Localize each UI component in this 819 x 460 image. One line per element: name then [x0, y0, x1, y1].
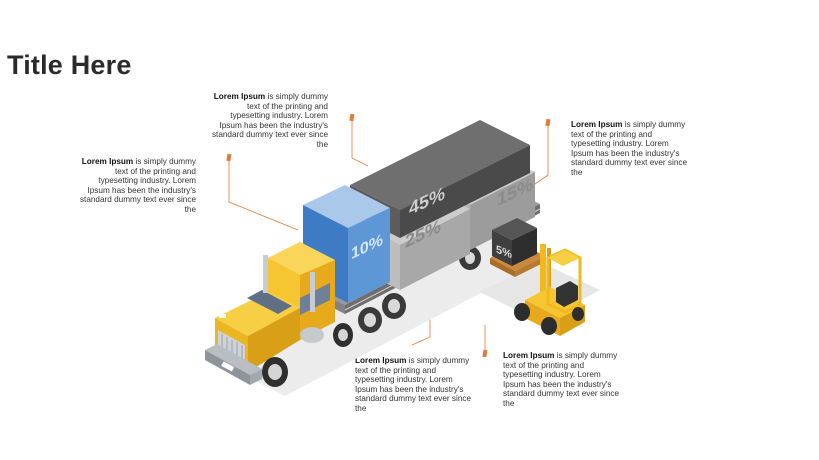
- cargo-label-forklift: 5%: [496, 244, 512, 261]
- callout-body: is simply dummy text of the printing and…: [211, 92, 328, 149]
- callout-body: is simply dummy text of the printing and…: [571, 120, 688, 177]
- cargo-box-blue: 10%: [303, 185, 390, 303]
- callout-bottom-center: Lorem Ipsum is simply dummy text of the …: [355, 356, 475, 414]
- connector-top-center: [351, 120, 369, 167]
- forklift: 5%: [490, 218, 585, 336]
- callout-bottom-right: Lorem Ipsum is simply dummy text of the …: [503, 351, 623, 409]
- page-title: Title Here: [7, 50, 132, 80]
- callout-body: is simply dummy text of the printing and…: [355, 356, 472, 413]
- callout-body: is simply dummy text of the printing and…: [503, 351, 620, 408]
- callout-body: is simply dummy text of the printing and…: [79, 157, 196, 214]
- connector-top-right: [531, 125, 549, 187]
- callout-heading: Lorem Ipsum: [81, 157, 134, 166]
- connector-left: [228, 160, 299, 231]
- callout-top-center: Lorem Ipsum is simply dummy text of the …: [208, 92, 328, 150]
- callout-heading: Lorem Ipsum: [213, 92, 266, 101]
- callout-top-right: Lorem Ipsum is simply dummy text of the …: [571, 120, 691, 178]
- callout-heading: Lorem Ipsum: [503, 351, 555, 360]
- callout-left: Lorem Ipsum is simply dummy text of the …: [76, 157, 196, 215]
- callout-heading: Lorem Ipsum: [571, 120, 623, 129]
- callout-heading: Lorem Ipsum: [355, 356, 407, 365]
- truck-cab: [205, 242, 353, 387]
